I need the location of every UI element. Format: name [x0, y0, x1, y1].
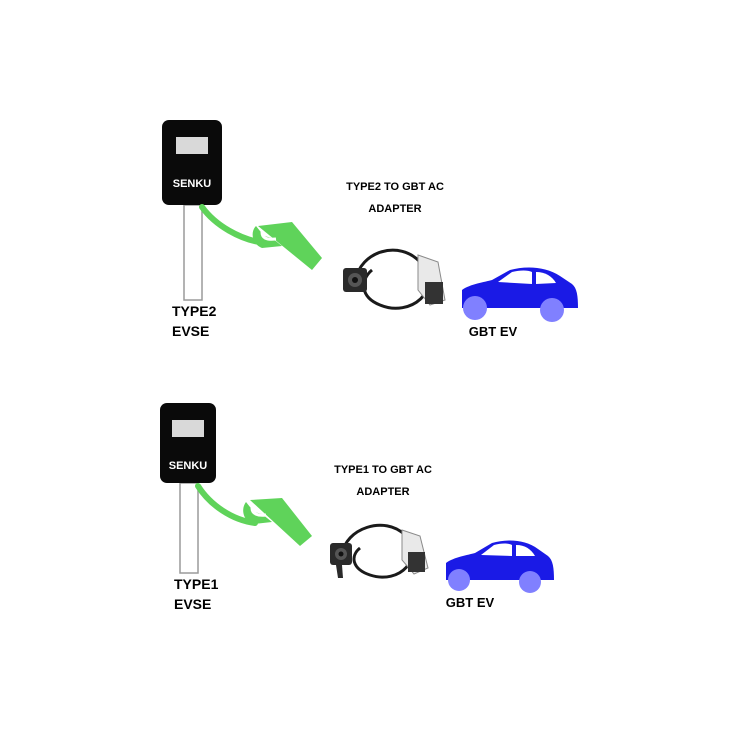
evse-label-line1: TYPE1: [174, 576, 219, 592]
charger-brand-label: SENKU: [169, 460, 208, 472]
ev-label: GBT EV: [446, 595, 495, 610]
charger-pole: [179, 482, 199, 574]
charger-pole: [183, 204, 203, 301]
charger-brand-label: SENKU: [173, 178, 212, 190]
charging-gun-icon: [195, 483, 312, 546]
car-icon: [462, 267, 578, 322]
adapter-label-line2: ADAPTER: [356, 486, 409, 498]
adapter-cable-icon: [343, 248, 446, 310]
adapter-label-line2: ADAPTER: [368, 203, 421, 215]
adapter-label-line1: TYPE1 TO GBT AC: [334, 464, 432, 476]
charging-gun-icon: [199, 204, 322, 270]
diagram-row-type1: SENKU TYPE1 EVSE TYPE1 TO GBT AC ADAP: [160, 403, 554, 612]
ev-charger-icon: SENKU: [162, 120, 222, 205]
adapter-cable-icon: [330, 523, 429, 579]
car-icon: [446, 540, 554, 593]
ev-label: GBT EV: [469, 324, 518, 339]
evse-label-line2: EVSE: [174, 596, 211, 612]
ev-charger-icon: SENKU: [160, 403, 216, 483]
diagram-row-type2: SENKU TYPE2 EVSE TYPE2 TO GB: [162, 120, 578, 339]
evse-label-line2: EVSE: [172, 323, 209, 339]
evse-label-line1: TYPE2: [172, 303, 217, 319]
adapter-label-line1: TYPE2 TO GBT AC: [346, 181, 444, 193]
